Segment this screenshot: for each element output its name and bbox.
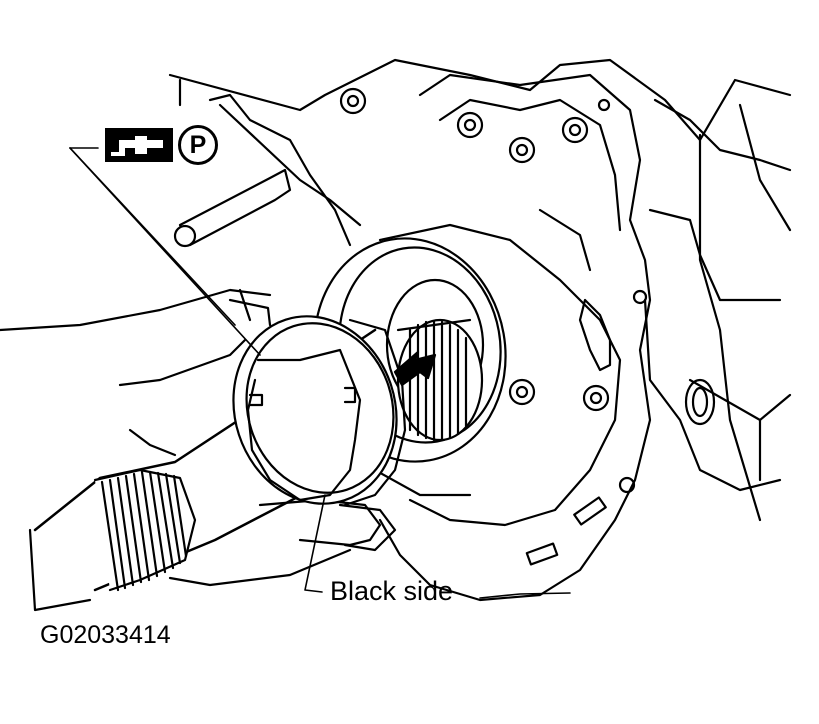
black-side-callout: Black side bbox=[330, 576, 454, 606]
oil-seal-ring bbox=[232, 315, 407, 507]
transmission-case bbox=[168, 58, 792, 602]
support-fixture bbox=[0, 288, 397, 552]
case-bolt-holes bbox=[339, 87, 716, 566]
seal-drift-icon bbox=[105, 128, 173, 162]
install-direction-arrow bbox=[393, 350, 437, 387]
leader-lines bbox=[69, 147, 571, 599]
figure-code: G02033414 bbox=[40, 621, 171, 649]
pump-mounting-plate bbox=[378, 208, 622, 527]
dowel-pin bbox=[173, 168, 292, 248]
p-circle-icon: P bbox=[178, 125, 218, 165]
